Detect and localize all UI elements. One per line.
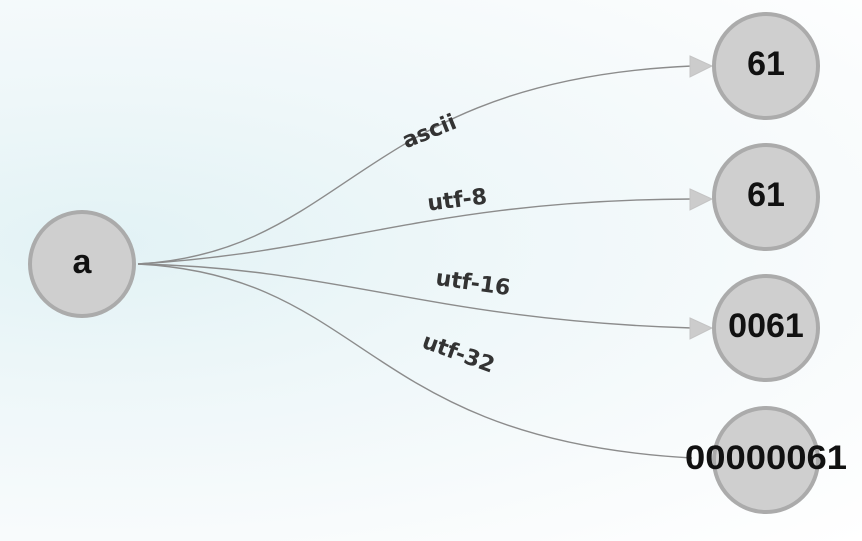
node-utf-8-circle — [712, 143, 820, 251]
node-utf-16-label: 0061 — [728, 307, 804, 345]
node-a-circle — [28, 210, 136, 318]
edge-label-utf-8: utf-8 — [426, 184, 488, 216]
edge-line-utf-8 — [137, 198, 693, 265]
edges: ascii utf-8 utf-16 utf-32 — [137, 55, 714, 459]
node-utf-8-61[interactable]: 61 — [712, 143, 820, 251]
edge-ascii[interactable]: ascii — [137, 55, 714, 265]
edge-utf-32[interactable]: utf-32 — [137, 263, 693, 459]
edge-line-ascii — [137, 65, 693, 265]
node-utf-16-circle — [712, 274, 820, 382]
node-utf-32-circle — [712, 406, 820, 514]
edge-line-utf-16 — [137, 263, 693, 329]
arrow-head-ascii — [689, 55, 714, 78]
arrow-head-utf-16 — [689, 317, 714, 340]
edge-utf-8[interactable]: utf-8 — [137, 184, 714, 265]
edge-utf-16[interactable]: utf-16 — [137, 263, 714, 340]
node-ascii-label: 61 — [747, 45, 785, 83]
edge-label-utf-32: utf-32 — [419, 329, 498, 378]
node-ascii-61[interactable]: 61 — [712, 12, 820, 120]
node-ascii-circle — [712, 12, 820, 120]
node-utf-16-0061[interactable]: 0061 — [712, 274, 820, 382]
edge-label-ascii: ascii — [399, 110, 460, 154]
node-a-label: a — [73, 243, 93, 281]
arrow-head-utf-8 — [689, 188, 714, 211]
edge-label-utf-16: utf-16 — [434, 266, 512, 301]
node-utf-32-00000061[interactable]: 00000061 — [685, 406, 847, 514]
node-utf-32-label: 00000061 — [685, 439, 847, 477]
node-a[interactable]: a — [28, 210, 136, 318]
edge-line-utf-32 — [137, 263, 693, 459]
node-utf-8-label: 61 — [747, 176, 785, 214]
